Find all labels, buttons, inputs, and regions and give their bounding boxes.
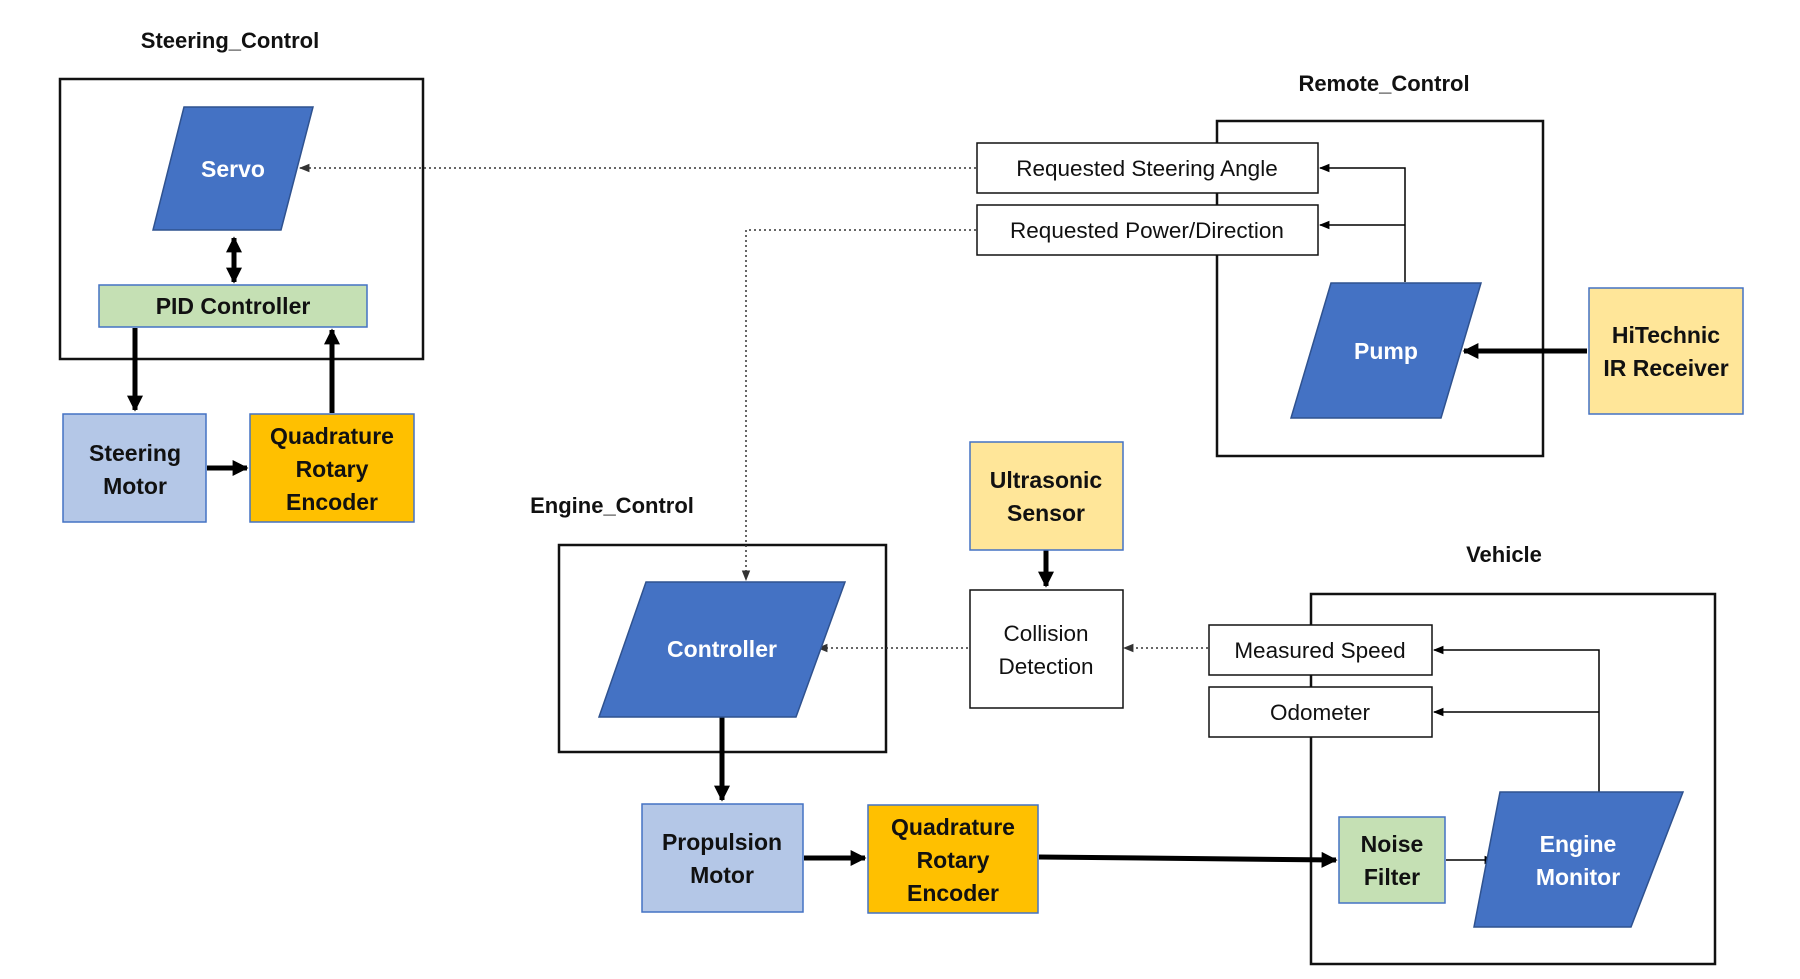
remote-control-title: Remote_Control [1298,71,1469,96]
steering-motor-block: Steering Motor [62,413,207,523]
engine-monitor-label-line2: Monitor [1536,864,1620,890]
vehicle-title: Vehicle [1466,542,1542,567]
steering-control-frame [58,77,425,361]
servo-block: Servo [152,106,314,231]
propulsion-motor-block: Propulsion Motor [641,803,804,913]
ultrasonic-sensor-label-line2: Sensor [1007,500,1085,526]
vehicle-frame [1309,592,1717,966]
ir-receiver-label-line2: IR Receiver [1603,355,1728,381]
steering-control-title: Steering_Control [141,28,319,53]
remote-control-group: Remote_Control [1215,71,1545,458]
ultrasonic-sensor-label-line1: Ultrasonic [990,467,1103,493]
measured-speed-label: Measured Speed [1234,638,1405,663]
engine-monitor-block: Engine Monitor [1473,791,1685,928]
controller-label: Controller [667,636,777,662]
engine-monitor-label-line1: Engine [1540,831,1617,857]
collision-detection-block: Collision Detection [969,589,1124,709]
controller-block: Controller [597,581,847,718]
requested-steering-angle-label: Requested Steering Angle [1016,156,1277,181]
odometer-signal: Odometer [1208,686,1433,738]
propulsion-motor-label-line1: Propulsion [662,829,782,855]
measured-speed-signal: Measured Speed [1208,624,1433,676]
pump-to-steering-angle-arrow [1318,163,1406,282]
propulsion-encoder-label-line1: Quadrature [891,814,1015,840]
ir-receiver-block: HiTechnic IR Receiver [1588,287,1744,415]
requested-power-direction-signal: Requested Power/Direction [976,204,1319,256]
collision-detection-label-line1: Collision [1003,621,1088,646]
odometer-label: Odometer [1270,700,1371,725]
propulsion-encoder-block: Quadrature Rotary Encoder [867,804,1039,914]
noise-filter-label-line1: Noise [1361,831,1424,857]
power-direction-to-controller-flow [741,229,976,582]
encoder-to-noise-filter-arrow [1038,851,1338,868]
pump-label: Pump [1354,338,1418,364]
requested-steering-angle-signal: Requested Steering Angle [976,142,1319,194]
propulsion-encoder-label-line2: Rotary [917,847,990,873]
noise-filter-block: Noise Filter [1338,816,1446,904]
steering-motor-label-line1: Steering [89,440,181,466]
servo-label: Servo [201,156,265,182]
steering-motor-label-line2: Motor [103,473,167,499]
steering-encoder-label-line3: Encoder [286,489,378,515]
propulsion-motor-label-line2: Motor [690,862,754,888]
requested-power-direction-label: Requested Power/Direction [1010,218,1284,243]
propulsion-encoder-label-line3: Encoder [907,880,999,906]
engine-monitor-to-measured-speed-arrow [1432,645,1600,792]
noise-filter-label-line2: Filter [1364,864,1420,890]
pump-block: Pump [1289,282,1483,419]
steering-encoder-label-line1: Quadrature [270,423,394,449]
steering-encoder-block: Quadrature Rotary Encoder [249,413,415,523]
collision-detection-label-line2: Detection [998,654,1093,679]
steering-encoder-label-line2: Rotary [296,456,369,482]
remote-control-frame [1215,119,1545,458]
engine-control-title: Engine_Control [530,493,694,518]
ultrasonic-sensor-block: Ultrasonic Sensor [969,441,1124,551]
pid-controller-label: PID Controller [156,293,311,319]
vehicle-group: Vehicle [1309,542,1717,966]
ir-receiver-label-line1: HiTechnic [1612,322,1720,348]
pid-controller-block: PID Controller [98,284,368,328]
steering-control-group: Steering_Control [58,28,425,361]
